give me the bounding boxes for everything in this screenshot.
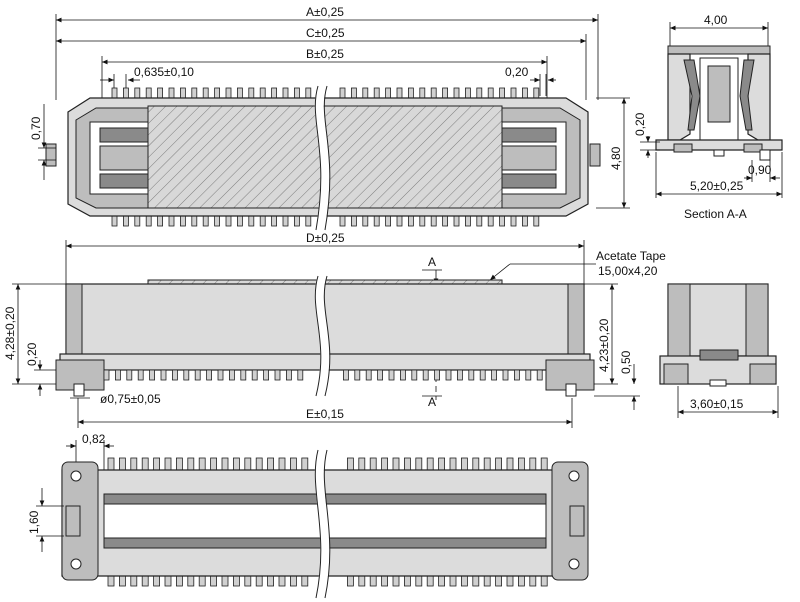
connector-pin bbox=[479, 369, 486, 381]
connector-pin bbox=[103, 369, 110, 381]
connector-pin bbox=[445, 369, 452, 381]
dim-right-height-front-label: 4,23±0,20 bbox=[597, 318, 611, 372]
front-right-peg bbox=[565, 383, 577, 397]
bottom-dim-height-label: 1,60 bbox=[27, 510, 41, 534]
connector-pin bbox=[115, 369, 121, 381]
dim-e-label: E±0,15 bbox=[306, 407, 344, 421]
front-left-end bbox=[65, 283, 83, 357]
side-left-foot bbox=[663, 363, 689, 385]
connector-pin bbox=[456, 369, 463, 381]
front-right-end bbox=[567, 283, 585, 357]
section-left-contact bbox=[683, 59, 701, 131]
connector-pin bbox=[263, 369, 270, 381]
bottom-right-hole-bottom bbox=[568, 558, 580, 570]
connector-pin bbox=[354, 369, 361, 381]
dim-right-height-label: 4,80 bbox=[609, 146, 623, 170]
section-center-peg bbox=[713, 149, 725, 157]
connector-pin bbox=[251, 369, 258, 381]
tape-size-label: 15,00x4,20 bbox=[598, 264, 658, 278]
dim-b-label: B±0,25 bbox=[306, 47, 344, 61]
bottom-right-hole-top bbox=[568, 470, 580, 482]
connector-pin bbox=[342, 369, 349, 381]
dim-a-label: A±0,25 bbox=[306, 5, 344, 19]
section-caption: Section A-A bbox=[684, 207, 747, 221]
side-peg bbox=[709, 379, 727, 387]
connector-pin bbox=[377, 369, 384, 381]
connector-pin bbox=[502, 369, 509, 381]
bottom-right-latch bbox=[569, 505, 585, 537]
section-dim-bottom-width-label: 5,20±0,25 bbox=[690, 179, 744, 193]
tape-label: Acetate Tape bbox=[596, 249, 666, 263]
front-left-peg bbox=[73, 383, 85, 397]
connector-pin bbox=[160, 369, 167, 381]
connector-pin bbox=[536, 369, 543, 381]
dim-c-label: C±0,25 bbox=[306, 26, 345, 40]
top-pin-row-lower bbox=[111, 211, 540, 227]
connector-pin bbox=[514, 369, 520, 381]
connector-pin bbox=[285, 369, 292, 381]
front-view: D±0,25 Acetate Tape 15,00x4,20 A A 4,28±… bbox=[3, 231, 666, 428]
connector-pin bbox=[297, 369, 304, 381]
connector-pin bbox=[149, 369, 156, 381]
section-dim-small-label: 0,90 bbox=[748, 163, 772, 177]
side-center-block bbox=[699, 349, 739, 361]
dim-left-small-label: 0,20 bbox=[25, 342, 39, 366]
section-right-peg bbox=[759, 149, 771, 161]
section-view: 4,00 0,20 0,90 5,20±0,25 Section A-A bbox=[633, 13, 783, 221]
section-center-post-inner bbox=[707, 65, 731, 123]
connector-pin bbox=[434, 369, 441, 381]
dim-left-height-label: 0,70 bbox=[29, 116, 43, 140]
connector-pin bbox=[206, 369, 213, 381]
top-view: A±0,25 C±0,25 B±0,25 0,635±0,10 0,20 bbox=[29, 5, 630, 231]
section-left-foot bbox=[673, 143, 693, 153]
top-right-tab bbox=[589, 143, 601, 167]
side-left-edge bbox=[667, 283, 691, 357]
connector-pin bbox=[525, 369, 532, 381]
connector-pin bbox=[399, 369, 406, 381]
section-mark-bottom: A bbox=[428, 395, 436, 409]
connector-pin bbox=[228, 369, 235, 381]
section-left-wall bbox=[667, 53, 691, 141]
section-right-contact bbox=[739, 59, 755, 131]
connector-pin bbox=[137, 369, 144, 381]
side-right-edge bbox=[745, 283, 769, 357]
connector-pin bbox=[411, 369, 418, 381]
connector-pin bbox=[422, 369, 429, 381]
side-dim-width-label: 3,60±0,15 bbox=[690, 397, 744, 411]
dim-right-small-label: 0,50 bbox=[619, 350, 633, 374]
connector-pin bbox=[217, 369, 224, 381]
connector-pin bbox=[365, 369, 372, 381]
top-left-tab bbox=[45, 143, 57, 167]
connector-pin bbox=[491, 369, 498, 381]
connector-pin bbox=[126, 369, 133, 381]
bottom-dim-offset-label: 0,82 bbox=[82, 432, 106, 446]
bottom-left-hole-bottom bbox=[70, 558, 82, 570]
side-right-foot bbox=[749, 363, 777, 385]
section-mark-top: A bbox=[428, 255, 436, 269]
connector-pin bbox=[183, 369, 190, 381]
connector-pin bbox=[194, 369, 201, 381]
dim-d-label: D±0,25 bbox=[306, 231, 345, 245]
connector-pin bbox=[171, 369, 178, 381]
side-view: 3,60±0,15 bbox=[659, 283, 779, 418]
section-right-foot bbox=[743, 143, 763, 153]
connector-pin bbox=[274, 369, 281, 381]
dim-pitch-label: 0,635±0,10 bbox=[134, 65, 194, 79]
bottom-left-hole-top bbox=[70, 470, 82, 482]
connector-pin bbox=[468, 369, 475, 381]
top-pin-row-upper bbox=[111, 87, 540, 103]
section-top-plate bbox=[667, 45, 771, 55]
front-pin-row bbox=[103, 369, 543, 381]
connector-pin bbox=[388, 369, 395, 381]
dim-total-height-label: 4,28±0,20 bbox=[3, 306, 17, 360]
dim-pin-width-label: 0,20 bbox=[505, 65, 529, 79]
connector-pin bbox=[240, 369, 247, 381]
dim-peg-diameter-label: ø0,75±0,05 bbox=[100, 392, 161, 406]
section-dim-top-width-label: 4,00 bbox=[704, 13, 728, 27]
bottom-left-latch bbox=[65, 505, 81, 537]
bottom-view: 0,82 1,60 bbox=[27, 432, 589, 599]
section-dim-left-label: 0,20 bbox=[633, 112, 647, 136]
